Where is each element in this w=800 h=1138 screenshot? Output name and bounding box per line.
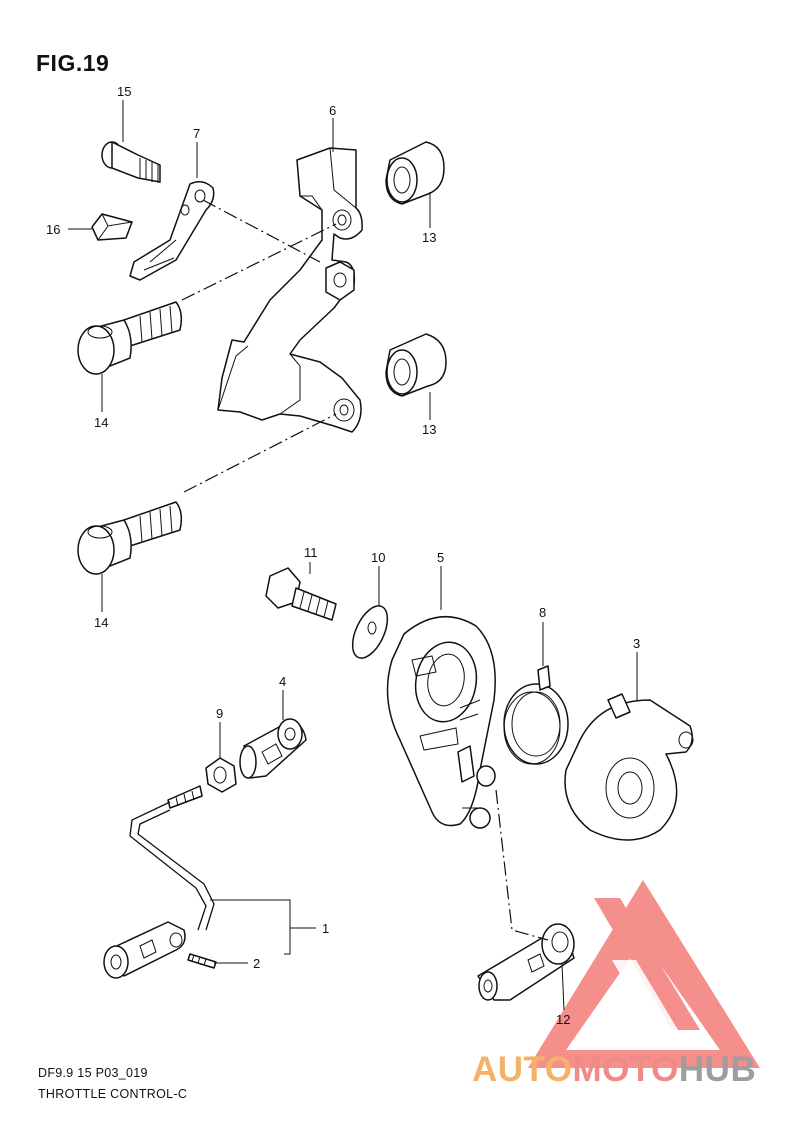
callout-7: 7 <box>193 126 200 141</box>
bolt-15 <box>101 141 161 183</box>
centerline-7-6 <box>202 199 321 263</box>
callout-13-upper: 13 <box>422 230 436 245</box>
bolt-11 <box>265 567 337 621</box>
figure-title: FIG.19 <box>36 50 110 76</box>
washer-10 <box>351 605 389 659</box>
callout-6: 6 <box>329 103 336 118</box>
lever-5 <box>386 615 496 829</box>
watermark-logo <box>528 880 760 1068</box>
spring-8 <box>503 665 569 765</box>
callout-15: 15 <box>117 84 131 99</box>
nut-9 <box>205 757 237 793</box>
callout-16: 16 <box>46 222 60 237</box>
callout-2: 2 <box>253 956 260 971</box>
leader-lines <box>68 100 638 1011</box>
plate-7 <box>129 181 215 281</box>
bolt-14-lower <box>77 501 183 575</box>
callout-11: 11 <box>304 545 318 560</box>
callout-12: 12 <box>556 1012 570 1027</box>
callout-10: 10 <box>371 550 385 565</box>
callout-9: 9 <box>216 706 223 721</box>
centerline-5-12 <box>495 789 549 941</box>
centerline-14-upper <box>181 223 337 301</box>
bolt-14-upper <box>77 301 183 375</box>
bushing-13-upper <box>385 141 445 205</box>
watermark-part-moto: MOTO <box>572 1050 679 1089</box>
callout-4: 4 <box>279 674 286 689</box>
bracket-6 <box>217 147 363 433</box>
callout-1: 1 <box>322 921 329 936</box>
callout-3: 3 <box>633 636 640 651</box>
bushing-13-lower <box>385 333 447 397</box>
callout-8: 8 <box>539 605 546 620</box>
rod-1 <box>103 785 215 979</box>
diagram-name: THROTTLE CONTROL-C <box>38 1087 188 1101</box>
callout-14-lower: 14 <box>94 615 108 630</box>
callout-5: 5 <box>437 550 444 565</box>
joint-4 <box>239 718 307 779</box>
callout-13-lower: 13 <box>422 422 436 437</box>
joint-12 <box>477 923 575 1001</box>
clip-16 <box>91 213 133 241</box>
watermark-text: AUTOMOTOHUB <box>472 1050 756 1090</box>
callout-14-upper: 14 <box>94 415 108 430</box>
watermark-part-auto: AUTO <box>472 1050 573 1089</box>
diagram-code: DF9.9 15 P03_019 <box>38 1066 148 1080</box>
centerline-14-lower <box>183 413 337 493</box>
cam-3 <box>564 693 694 841</box>
watermark-part-hub: HUB <box>678 1050 757 1089</box>
pin-2 <box>187 953 217 969</box>
